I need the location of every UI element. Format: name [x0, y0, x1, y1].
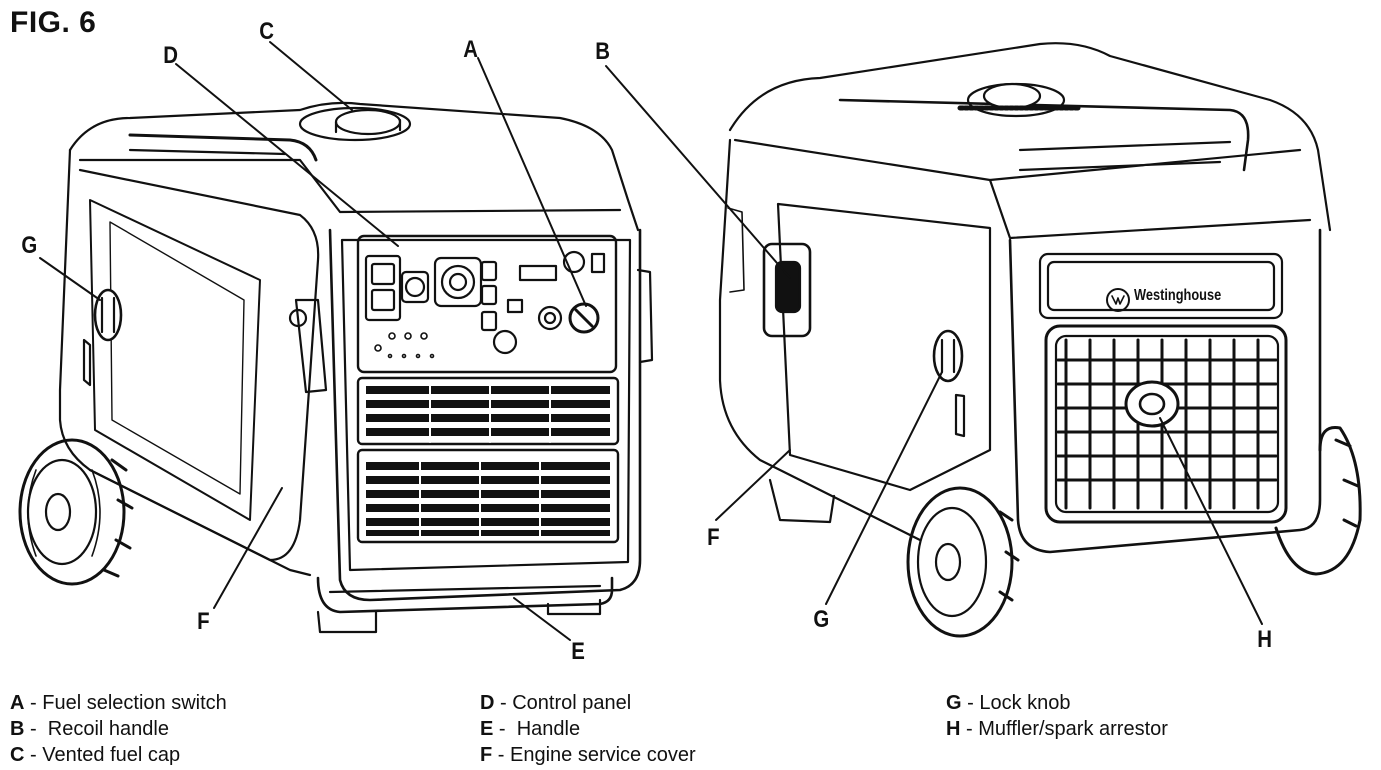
leader-g2 [825, 371, 943, 605]
legend-item-h: H - Muffler/spark arrestor [946, 718, 1168, 740]
callout-e: E [571, 638, 585, 665]
leader-f1 [213, 487, 283, 609]
legend-item-e: E - Handle [480, 718, 581, 740]
leader-c [269, 41, 353, 111]
legend-item-a: A - Fuel selection switch [10, 692, 227, 714]
callout-h: H [1257, 626, 1273, 653]
figure-title: FIG. 6 [10, 6, 97, 39]
legend-item-f: F - Engine service cover [480, 744, 696, 766]
callout-g-left: G [21, 232, 38, 259]
legend-item-g: G - Lock knob [946, 692, 1071, 714]
callout-f-left: F [197, 608, 210, 635]
legend-column-1: A - Fuel selection switch B - Recoil han… [10, 690, 227, 768]
brand-label: Westinghouse [1134, 287, 1222, 304]
legend-column-3: G - Lock knob H - Muffler/spark arrestor [946, 690, 1168, 742]
legend-column-2: D - Control panel E - Handle F - Engine … [480, 690, 696, 768]
legend-item-d: D - Control panel [480, 692, 632, 714]
leader-g1 [39, 257, 101, 301]
leader-a [477, 57, 587, 307]
legend-item-b: B - Recoil handle [10, 718, 169, 740]
callout-g-right: G [813, 606, 830, 633]
legend-item-c: C - Vented fuel cap [10, 744, 181, 766]
leader-d [175, 63, 399, 247]
left-generator-drawing [18, 101, 654, 634]
callout-a: A [463, 36, 479, 63]
leader-e [513, 597, 571, 641]
callout-d: D [163, 42, 179, 69]
callout-c: C [259, 18, 275, 45]
leader-b [605, 65, 791, 279]
callout-b: B [595, 38, 611, 65]
callout-f-right: F [707, 524, 720, 551]
callout-leaders [39, 41, 1263, 641]
generator-illustration [18, 41, 1362, 641]
leader-f2 [715, 449, 791, 521]
leader-h [1159, 417, 1263, 625]
right-generator-drawing [718, 42, 1362, 638]
